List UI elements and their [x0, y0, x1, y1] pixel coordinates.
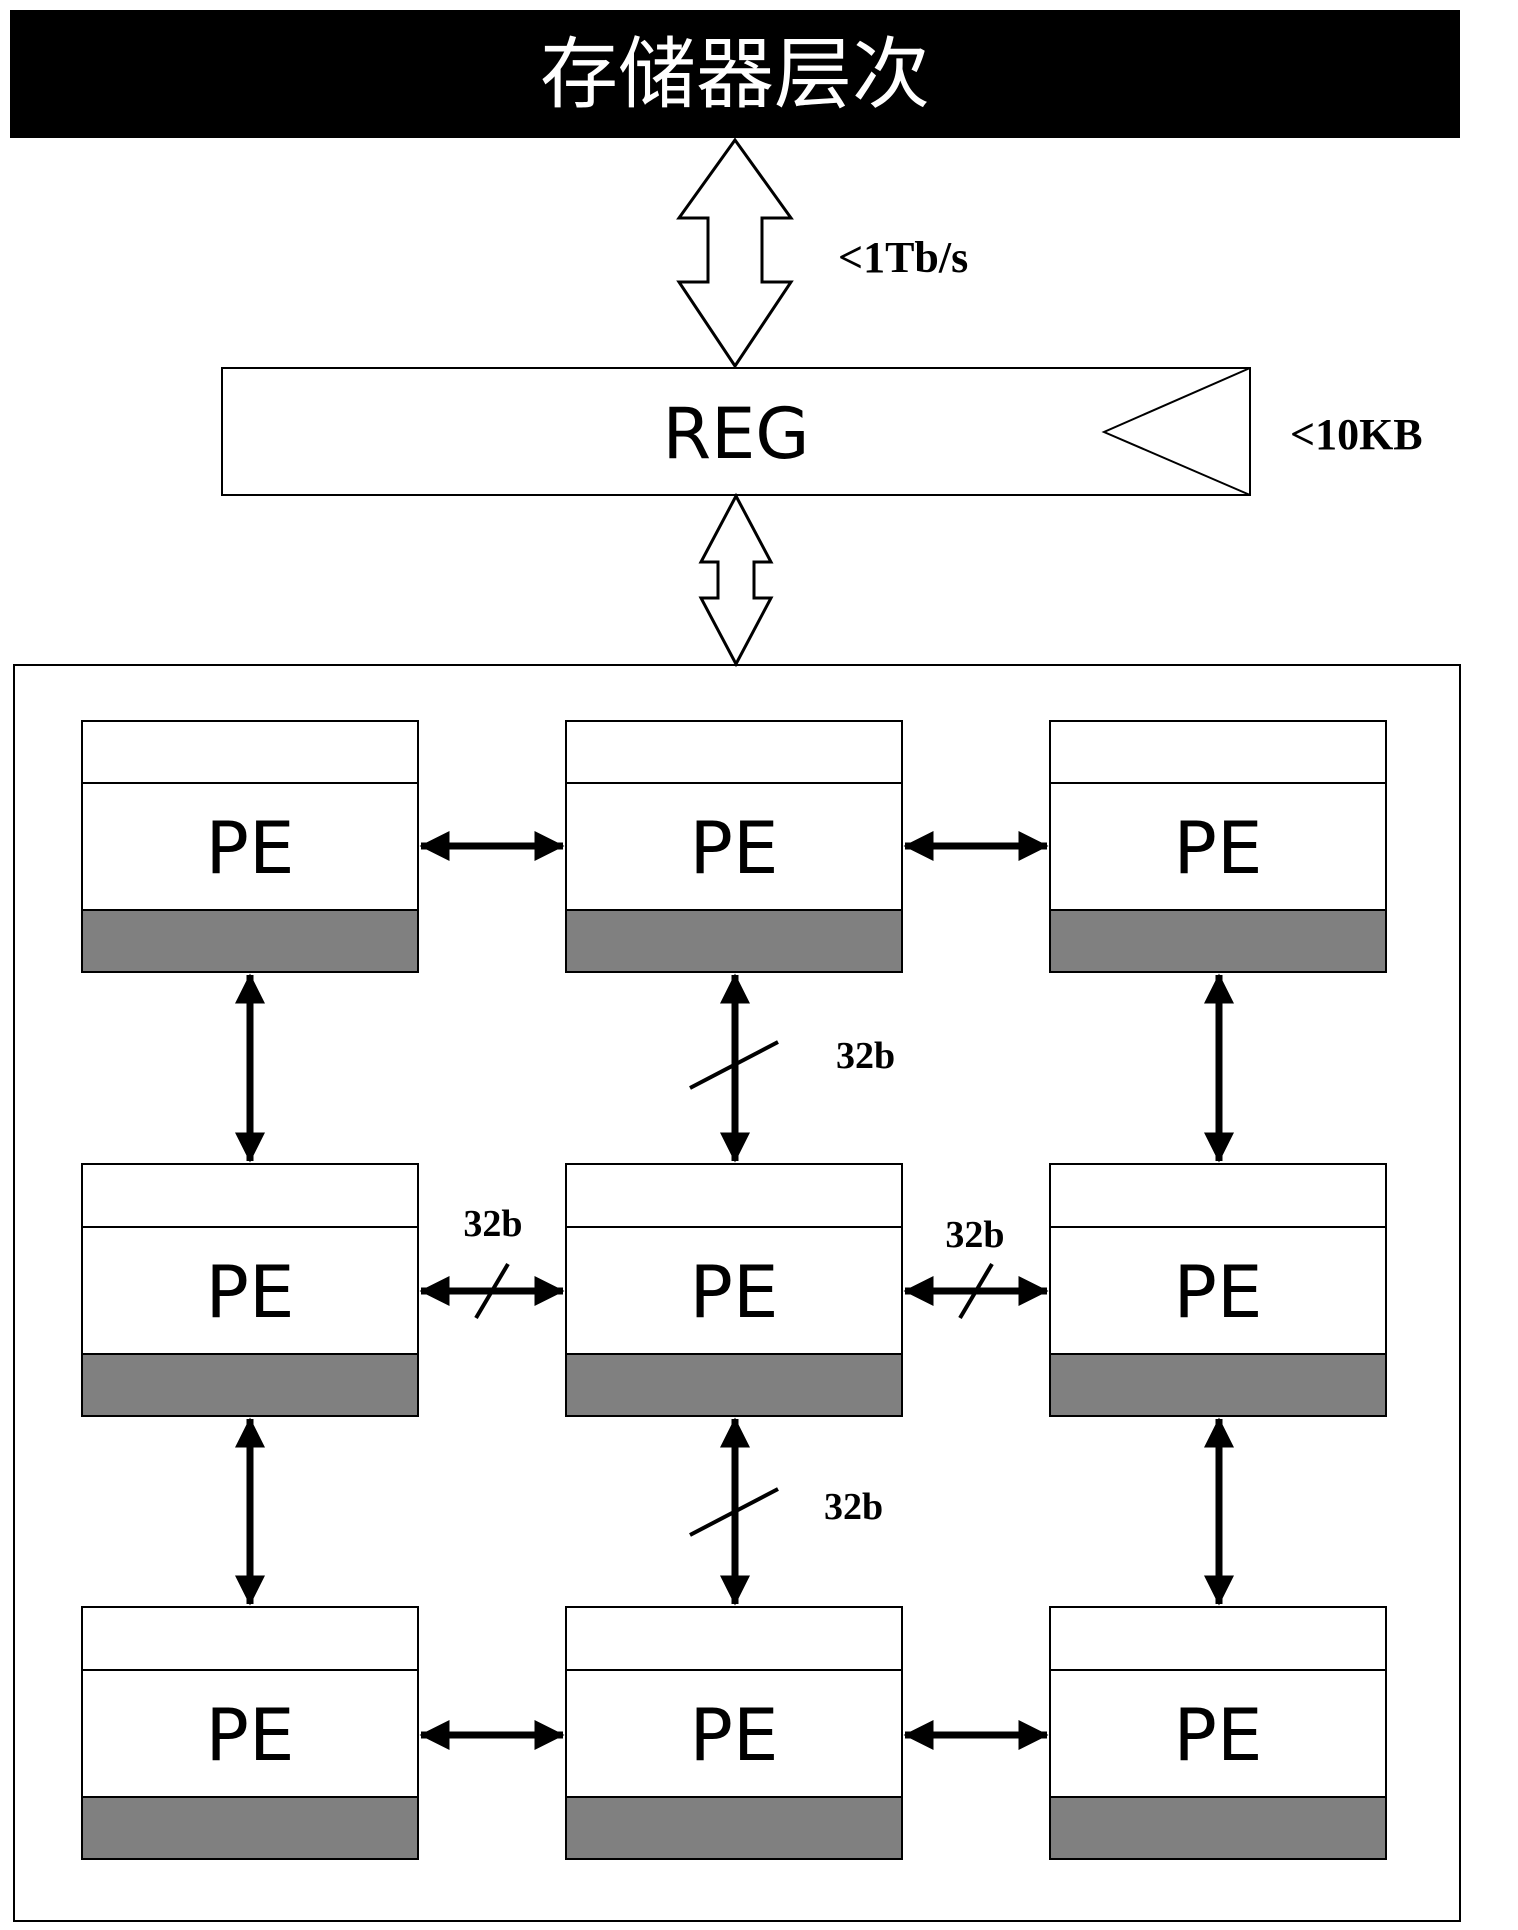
link-width-label: 32b: [824, 1486, 883, 1528]
top-bandwidth-label: <1Tb/s: [838, 233, 968, 282]
pe-r1-c2: PE: [565, 720, 903, 973]
pe-label: PE: [690, 1693, 779, 1777]
bus-slash-mark: [689, 1040, 779, 1090]
pe-r1-c1: PE: [81, 720, 419, 973]
bus-slash-mark: [689, 1487, 779, 1537]
bus-slash-mark: [958, 1262, 994, 1320]
pe-label: PE: [1174, 1693, 1263, 1777]
pe-r3-c1: PE: [81, 1606, 419, 1860]
pe-r1-c3: PE: [1049, 720, 1387, 973]
link-width-label: 32b: [463, 1203, 522, 1245]
top-bus-arrow: [676, 137, 794, 369]
reg-label: REG: [662, 393, 809, 475]
reg-size-label: <10KB: [1290, 410, 1423, 459]
pe-label: PE: [1174, 806, 1263, 890]
pe-r2-c1: PE: [81, 1163, 419, 1417]
pe-r3-c2: PE: [565, 1606, 903, 1860]
header-title: 存储器层次: [540, 30, 930, 120]
pe-r2-c2: PE: [565, 1163, 903, 1417]
reg-block: REG: [221, 367, 1251, 496]
link-width-label: 32b: [836, 1035, 895, 1077]
pe-r2-c3: PE: [1049, 1163, 1387, 1417]
memory-hierarchy-header: 存储器层次: [10, 10, 1460, 138]
reg-array-arrow: [698, 492, 774, 668]
pe-array-container: [13, 664, 1461, 1922]
link-width-label: 32b: [945, 1214, 1004, 1256]
pe-label: PE: [1174, 1250, 1263, 1334]
pe-label: PE: [206, 806, 295, 890]
pe-label: PE: [690, 1250, 779, 1334]
pe-label: PE: [206, 1250, 295, 1334]
pe-r3-c3: PE: [1049, 1606, 1387, 1860]
reg-triangle-icon: [1101, 367, 1251, 496]
pe-label: PE: [690, 806, 779, 890]
pe-label: PE: [206, 1693, 295, 1777]
bus-slash-mark: [474, 1262, 510, 1320]
